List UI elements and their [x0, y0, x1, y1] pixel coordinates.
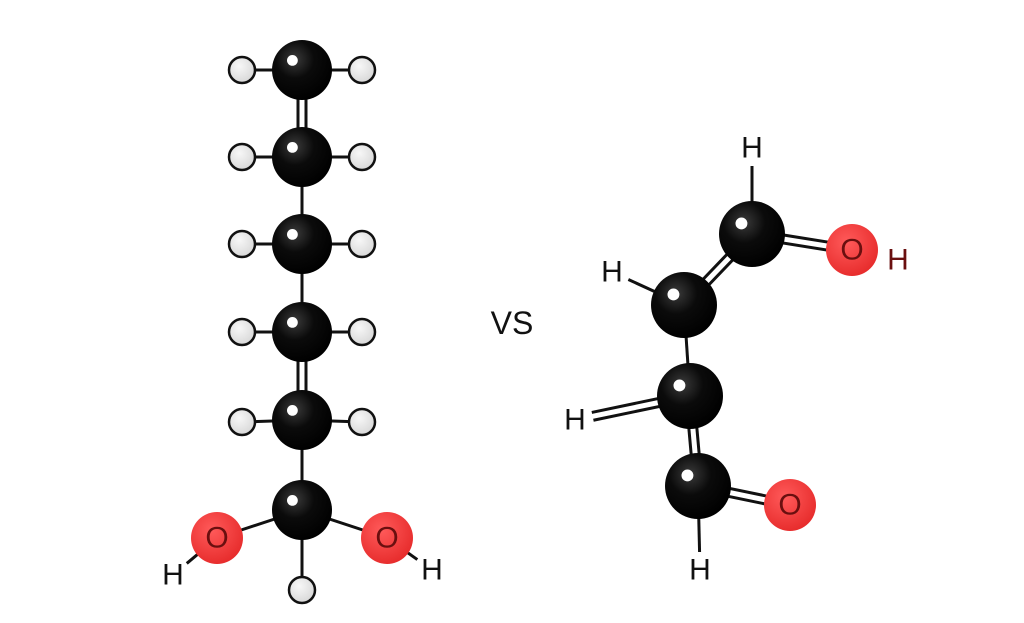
- left-carbon-atom: [272, 214, 332, 274]
- left-carbon-atom: [272, 302, 332, 362]
- left-carbon-highlight: [287, 142, 298, 153]
- left-oxygen-atom: O: [191, 512, 243, 564]
- left-hydrogen-sphere: [227, 142, 257, 172]
- right-hydrogen-label: H: [564, 404, 586, 437]
- left-hydrogen-label: H: [421, 554, 443, 587]
- left-hydrogen-sphere: [347, 229, 377, 259]
- left-hydrogen-sphere: [347, 407, 377, 437]
- left-hydrogen-sphere: [227, 55, 257, 85]
- right-hydrogen-atom: H: [741, 132, 763, 165]
- left-hydrogen-atom: [347, 55, 377, 85]
- left-carbon-atom: [272, 390, 332, 450]
- right-carbon-sphere: [651, 272, 717, 338]
- right-oxygen-atom: O: [826, 224, 878, 276]
- left-hydrogen-sphere: [227, 407, 257, 437]
- right-carbon-sphere: [719, 201, 785, 267]
- right-oxygen-atom: O: [764, 479, 816, 531]
- left-carbon-highlight: [287, 317, 298, 328]
- left-carbon-sphere: [272, 302, 332, 362]
- right-oxygen-sphere: [764, 479, 816, 531]
- left-oxygen-sphere: [361, 512, 413, 564]
- left-carbon-sphere: [272, 127, 332, 187]
- right-oxygen-sphere: [826, 224, 878, 276]
- left-hydrogen-sphere: [287, 575, 317, 605]
- left-carbon-highlight: [287, 405, 298, 416]
- right-carbon-atom: [665, 453, 731, 519]
- vs-label: VS: [491, 305, 534, 341]
- left-hydrogen-atom: [347, 142, 377, 172]
- left-hydrogen-atom: [347, 229, 377, 259]
- right-carbon-sphere: [665, 453, 731, 519]
- left-hydrogen-atom: H: [162, 559, 184, 592]
- left-carbon-sphere: [272, 214, 332, 274]
- left-carbon-sphere: [272, 390, 332, 450]
- left-hydrogen-atom: [287, 575, 317, 605]
- left-hydrogen-atom: [227, 317, 257, 347]
- right-hydrogen-label: H: [601, 256, 623, 289]
- left-carbon-sphere: [272, 40, 332, 100]
- right-oxygen-label: O: [840, 234, 863, 267]
- left-carbon-highlight: [287, 229, 298, 240]
- left-carbon-atom: [272, 40, 332, 100]
- left-hydrogen-sphere: [347, 142, 377, 172]
- left-hydrogen-atom: [227, 229, 257, 259]
- right-carbon-highlight: [673, 379, 686, 392]
- left-oxygen-label: O: [375, 522, 398, 555]
- left-oxygen-atom: O: [361, 512, 413, 564]
- left-hydrogen-sphere: [347, 55, 377, 85]
- right-carbon-highlight: [681, 469, 694, 482]
- left-hydrogen-atom: [227, 55, 257, 85]
- right-hydrogen-atom: H: [887, 244, 909, 277]
- right-hydrogen-label: H: [689, 554, 711, 587]
- right-carbon-highlight: [735, 217, 748, 230]
- right-hydrogen-atom: H: [564, 404, 586, 437]
- left-hydrogen-atom: [227, 407, 257, 437]
- right-carbon-highlight: [667, 288, 680, 301]
- left-carbon-highlight: [287, 55, 298, 66]
- left-hydrogen-sphere: [227, 229, 257, 259]
- left-carbon-atom: [272, 480, 332, 540]
- left-hydrogen-atom: [347, 317, 377, 347]
- left-hydrogen-atom: [347, 407, 377, 437]
- left-carbon-atom: [272, 127, 332, 187]
- left-hydrogen-label: H: [162, 559, 184, 592]
- left-carbon-highlight: [287, 495, 298, 506]
- left-hydrogen-atom: [227, 142, 257, 172]
- right-carbon-atom: [719, 201, 785, 267]
- right-hydrogen-label: H: [887, 244, 909, 277]
- left-carbon-sphere: [272, 480, 332, 540]
- left-hydrogen-sphere: [227, 317, 257, 347]
- left-hydrogen-atom: H: [421, 554, 443, 587]
- left-oxygen-label: O: [205, 522, 228, 555]
- right-carbon-atom: [657, 363, 723, 429]
- right-hydrogen-atom: H: [601, 256, 623, 289]
- left-oxygen-sphere: [191, 512, 243, 564]
- left-hydrogen-sphere: [347, 317, 377, 347]
- right-carbon-atom: [651, 272, 717, 338]
- right-carbon-sphere: [657, 363, 723, 429]
- right-hydrogen-label: H: [741, 132, 763, 165]
- right-oxygen-label: O: [778, 489, 801, 522]
- right-hydrogen-atom: H: [689, 554, 711, 587]
